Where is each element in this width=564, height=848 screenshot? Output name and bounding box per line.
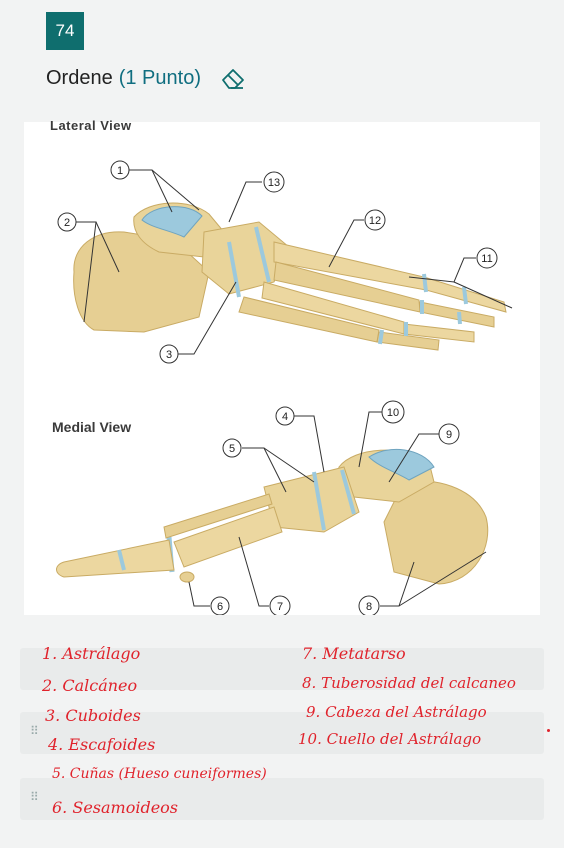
callout-3: 3	[166, 349, 172, 361]
answer-left-2: 2. Calcáneo	[42, 676, 138, 695]
callout-9: 9	[446, 429, 452, 441]
ink-dot	[547, 729, 550, 732]
callout-13: 13	[268, 177, 280, 189]
callout-2: 2	[64, 217, 70, 229]
answer-right-8: 8. Tuberosidad del calcaneo	[302, 674, 516, 692]
foot-anatomy-figure: Lateral View Medial View	[24, 118, 540, 615]
medial-foot	[56, 449, 489, 585]
callout-4: 4	[282, 411, 288, 423]
answer-left-1: 1. Astrálago	[42, 644, 141, 663]
lateral-callouts: 1 2 3 11 12 13	[57, 160, 498, 364]
answer-right-10: 10. Cuello del Astrálago	[298, 730, 482, 748]
drag-handle-icon[interactable]: ⠿	[30, 790, 39, 804]
question-points: (1 Punto)	[118, 66, 201, 89]
callout-6: 6	[217, 601, 223, 613]
callout-5: 5	[229, 443, 235, 455]
question-header: Ordene (1 Punto)	[46, 66, 247, 90]
callout-1: 1	[117, 165, 123, 177]
callout-8: 8	[366, 601, 372, 613]
answer-left-4: 4. Escafoides	[48, 735, 156, 754]
answer-left-3: 3. Cuboides	[45, 706, 141, 725]
callout-10: 10	[387, 407, 399, 419]
question-title: Ordene	[46, 66, 113, 89]
lateral-foot	[73, 202, 507, 351]
answer-left-5: 5. Cuñas (Hueso cuneiformes)	[52, 766, 267, 782]
question-number-badge: 74	[46, 12, 84, 50]
eraser-icon[interactable]	[219, 66, 247, 90]
callout-11: 11	[481, 253, 492, 265]
answer-right-9: 9. Cabeza del Astrálago	[306, 703, 487, 721]
order-slot-row[interactable]: ⠿	[20, 778, 544, 820]
order-slot-row[interactable]	[20, 648, 544, 690]
medial-callouts: 4 5 6 7 8 9 10	[210, 400, 460, 615]
callout-12: 12	[369, 215, 381, 227]
foot-illustration: 1 2 3 11 12 13	[56, 160, 513, 615]
answer-right-7: 7. Metatarso	[302, 644, 406, 663]
callout-7: 7	[277, 601, 283, 613]
drag-handle-icon[interactable]: ⠿	[30, 724, 39, 738]
order-slot-row[interactable]: ⠿	[20, 712, 544, 754]
answer-left-6: 6. Sesamoideos	[52, 798, 179, 817]
lateral-view-label: Lateral View	[50, 118, 132, 133]
medial-view-label: Medial View	[52, 419, 132, 435]
